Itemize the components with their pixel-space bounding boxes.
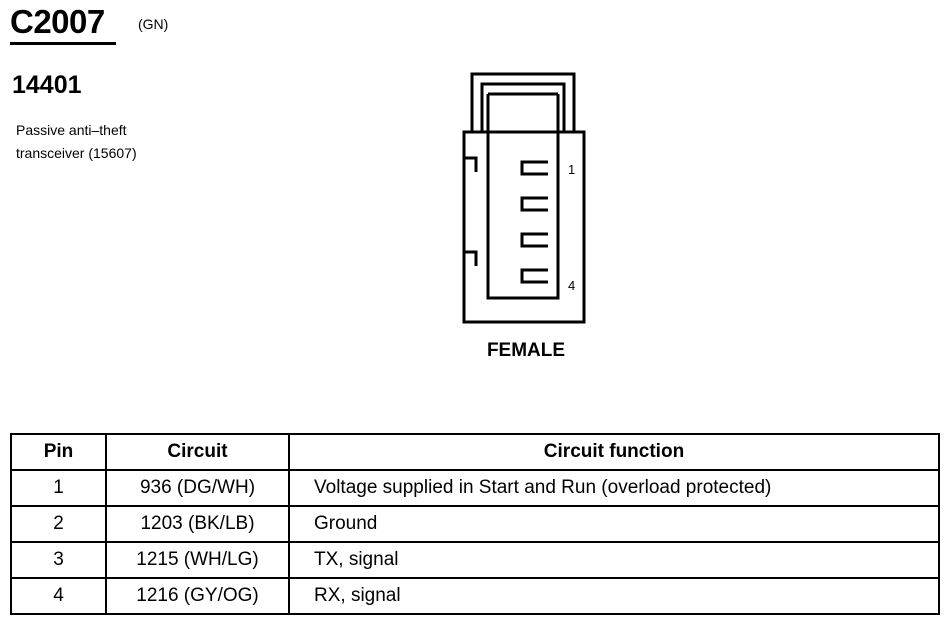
table-row: 4 1216 (GY/OG) RX, signal (10, 577, 940, 615)
header-circuit: Circuit (105, 433, 290, 471)
connector-body-outline (462, 130, 586, 324)
connector-id: C2007 (10, 3, 105, 40)
cell-pin: 2 (10, 505, 107, 543)
terminal-1 (520, 160, 548, 176)
cell-pin: 3 (10, 541, 107, 579)
cell-circuit: 1215 (WH/LG) (105, 541, 290, 579)
terminal-4 (520, 268, 548, 284)
connector-gender: FEMALE (486, 340, 566, 361)
connector-cavity (486, 132, 560, 300)
cell-pin: 1 (10, 469, 107, 507)
connector-latch-outer (470, 72, 576, 132)
connector-latch-neck (486, 94, 560, 132)
terminal-2 (520, 196, 548, 212)
component-description-line1: Passive anti–theft (16, 122, 127, 138)
connector-id-underline (10, 42, 116, 45)
cell-function: TX, signal (288, 541, 940, 579)
part-number: 14401 (12, 71, 82, 99)
cell-function: RX, signal (288, 577, 940, 615)
cell-circuit: 1203 (BK/LB) (105, 505, 290, 543)
cell-circuit: 936 (DG/WH) (105, 469, 290, 507)
table-row: 1 936 (DG/WH) Voltage supplied in Start … (10, 469, 940, 507)
connector-key-upper (464, 156, 478, 172)
table-row: 2 1203 (BK/LB) Ground (10, 505, 940, 543)
connector-color: (GN) (138, 16, 169, 32)
pin-label-last: 4 (568, 278, 575, 293)
header-circuit-function: Circuit function (288, 433, 940, 471)
header-pin: Pin (10, 433, 107, 471)
table-row: 3 1215 (WH/LG) TX, signal (10, 541, 940, 579)
cell-function: Ground (288, 505, 940, 543)
connector-latch-inner (480, 82, 566, 132)
pin-table: Pin Circuit Circuit function 1 936 (DG/W… (10, 433, 940, 615)
table-header-row: Pin Circuit Circuit function (10, 433, 940, 471)
pin-label-first: 1 (568, 162, 575, 177)
cell-circuit: 1216 (GY/OG) (105, 577, 290, 615)
connector-face-diagram: 1 4 (462, 72, 586, 324)
cell-function: Voltage supplied in Start and Run (overl… (288, 469, 940, 507)
terminal-3 (520, 232, 548, 248)
connector-key-lower (464, 250, 478, 266)
component-description-line2: transceiver (15607) (16, 145, 137, 161)
cell-pin: 4 (10, 577, 107, 615)
